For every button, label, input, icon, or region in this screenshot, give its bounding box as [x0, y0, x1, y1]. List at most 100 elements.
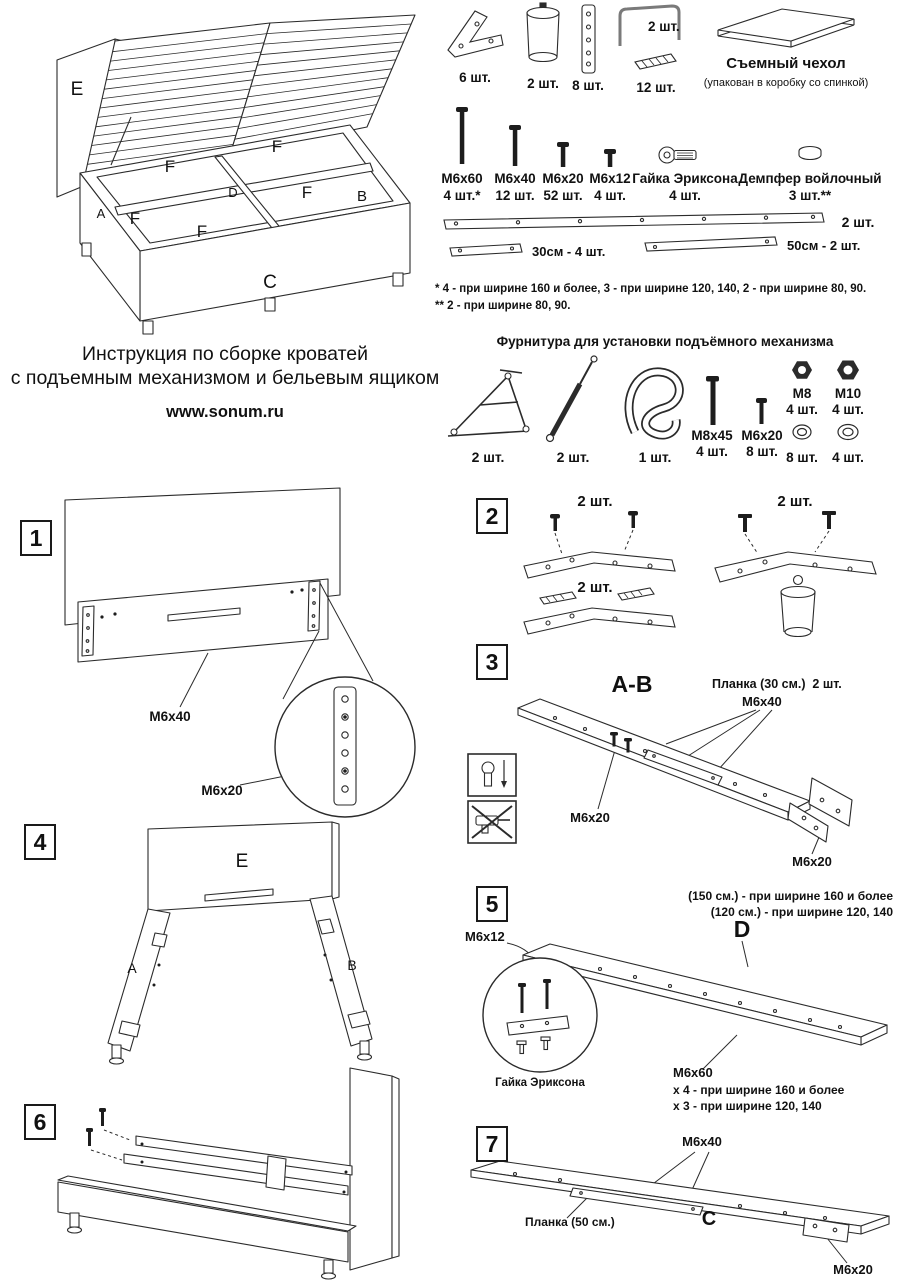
erikson-nut-icon: [658, 146, 697, 164]
page-title-line2: с подъемным механизмом и бельевым ящиком: [10, 367, 440, 389]
label-a: A: [127, 960, 137, 976]
website-link[interactable]: www.sonum.ru: [166, 403, 284, 421]
slat-support-bar: [135, 1135, 353, 1176]
planka-strip-50: [569, 1187, 704, 1216]
label-m6x20: М6х20: [792, 854, 832, 869]
label-f: F: [130, 209, 140, 228]
parts-panel: 6 шт. 2 шт. 8 шт. 2 шт. 12 шт. Съемный ч…: [435, 2, 882, 312]
label-b: B: [347, 957, 356, 973]
nut-m8-icon: [792, 361, 812, 379]
slat-strip-icon: [634, 53, 677, 70]
screw-qty: 4 шт.*: [444, 188, 482, 203]
planka-label: Планка (30 см.) 2 шт.: [712, 677, 842, 691]
slat-panel-right: [229, 14, 416, 156]
screws-detail: [518, 979, 551, 1013]
screw-qty: 4 шт.: [594, 188, 626, 203]
handle-icon: [618, 4, 681, 46]
screw-qty: 52 шт.: [543, 188, 582, 203]
label-c: C: [702, 1208, 716, 1230]
screw-label: М6х60: [441, 171, 482, 186]
felt-damper-icon: [798, 145, 822, 161]
planka-strip-30: [643, 749, 723, 786]
erikson-nuts-detail: [516, 1036, 551, 1055]
mech-qty: 2 шт.: [472, 449, 505, 465]
label-d: D: [734, 916, 751, 942]
step-2-illustration: 2 шт. 2 шт. 2 шт.: [523, 493, 877, 638]
step-7-number: 7: [476, 1126, 508, 1162]
qty-label: 2 шт.: [577, 579, 612, 596]
metal-plate-right: [307, 580, 321, 632]
step-5-number: 5: [476, 886, 508, 922]
planka-label: Планка (50 см.): [525, 1215, 615, 1229]
qty-label: 2 шт.: [577, 493, 612, 510]
plate-qty: 8 шт.: [572, 78, 604, 93]
nut-m10-label: М10: [835, 386, 861, 401]
step-4-number: 4: [24, 824, 56, 860]
label-m6x60: М6х60: [673, 1065, 713, 1080]
screw-m6x60-icon: [456, 107, 468, 164]
strip-qty: 12 шт.: [636, 80, 675, 95]
bolt-m8x45-label: М8х45: [691, 428, 733, 443]
label-m6x40: М6х40: [149, 709, 190, 724]
bolt-m8x45-icon: [706, 376, 719, 425]
end-bracket: [802, 1217, 850, 1243]
label-f: F: [272, 137, 282, 156]
bolt-m8x45-qty: 4 шт.: [696, 444, 728, 459]
screw-label: М6х12: [589, 171, 630, 186]
washer4-qty: 4 шт.: [832, 450, 864, 465]
screw-m6x40-icon: [509, 125, 521, 166]
cylinder-leg: [780, 585, 816, 638]
step-7-illustration: М6х40 Планка (50 см.) C М6х20: [470, 1134, 890, 1277]
assembly-label: A-B: [612, 671, 653, 697]
front-rail-top: [57, 1175, 357, 1232]
label-m6x20: М6х20: [201, 783, 242, 798]
no-power-tool-box: [467, 800, 517, 844]
lift-hardware-panel: Фурнитура для установки подъёмного механ…: [447, 334, 864, 465]
damper-qty: 3 шт.**: [789, 188, 832, 203]
nut-m8-qty: 4 шт.: [786, 402, 818, 417]
screw-m6x20-icon: [557, 142, 569, 167]
page-title-line1: Инструкция по сборке кроватей: [81, 343, 369, 365]
headboard: [349, 1067, 393, 1271]
screws-on-plank: [610, 732, 632, 753]
cover-note: (упакован в коробку со спинкой): [704, 77, 869, 89]
screw-qty: 12 шт.: [495, 188, 534, 203]
rail50-label: 50см - 2 шт.: [787, 238, 860, 253]
mounting-plate-icon: [581, 4, 596, 74]
label-f: F: [302, 183, 312, 202]
bracket-qty: 6 шт.: [459, 70, 491, 85]
step-4-illustration: E A B: [107, 821, 373, 1065]
corner-plate: [523, 551, 676, 579]
bed-leg: [142, 320, 154, 335]
leg: [359, 1040, 370, 1055]
label-e: E: [236, 851, 249, 872]
step-3-illustration: A-B Планка (30 см.) 2 шт. М6х40: [467, 671, 853, 869]
label-m6x40: М6х40: [742, 694, 782, 709]
gas-strut-icon: [545, 355, 598, 443]
rail-30cm-icon: [449, 243, 523, 257]
washer-4-icon: [837, 423, 859, 441]
slat-support-bar: [123, 1153, 349, 1196]
width-note-2: (120 см.) - при ширине 120, 140: [711, 905, 894, 919]
label-d: D: [228, 185, 237, 200]
damper-strips: [539, 587, 655, 605]
handle-slot: [204, 888, 274, 902]
magnifier-circle: [482, 957, 598, 1073]
leg-qty: 2 шт.: [527, 76, 559, 91]
footnote-1: * 4 - при ширине 160 и более, 3 - при ши…: [435, 283, 866, 295]
bed-leg: [264, 297, 276, 312]
front-rail-face: [57, 1181, 349, 1263]
step-1-number: 1: [20, 520, 52, 556]
lift-mechanism-icon: [447, 369, 530, 437]
headboard-bottom-rail: [77, 578, 329, 663]
nut-m10-qty: 4 шт.: [832, 402, 864, 417]
center-strip: [265, 1155, 287, 1191]
lift-title: Фурнитура для установки подъёмного механ…: [497, 334, 834, 349]
connector-plate-detail: [333, 686, 357, 806]
bracket-detail: [506, 1015, 570, 1036]
m6x60-note-2: х 3 - при ширине 120, 140: [673, 1099, 822, 1113]
leg: [111, 1044, 122, 1059]
rail-50cm-icon: [644, 236, 778, 252]
screw-label: М6х20: [542, 171, 583, 186]
